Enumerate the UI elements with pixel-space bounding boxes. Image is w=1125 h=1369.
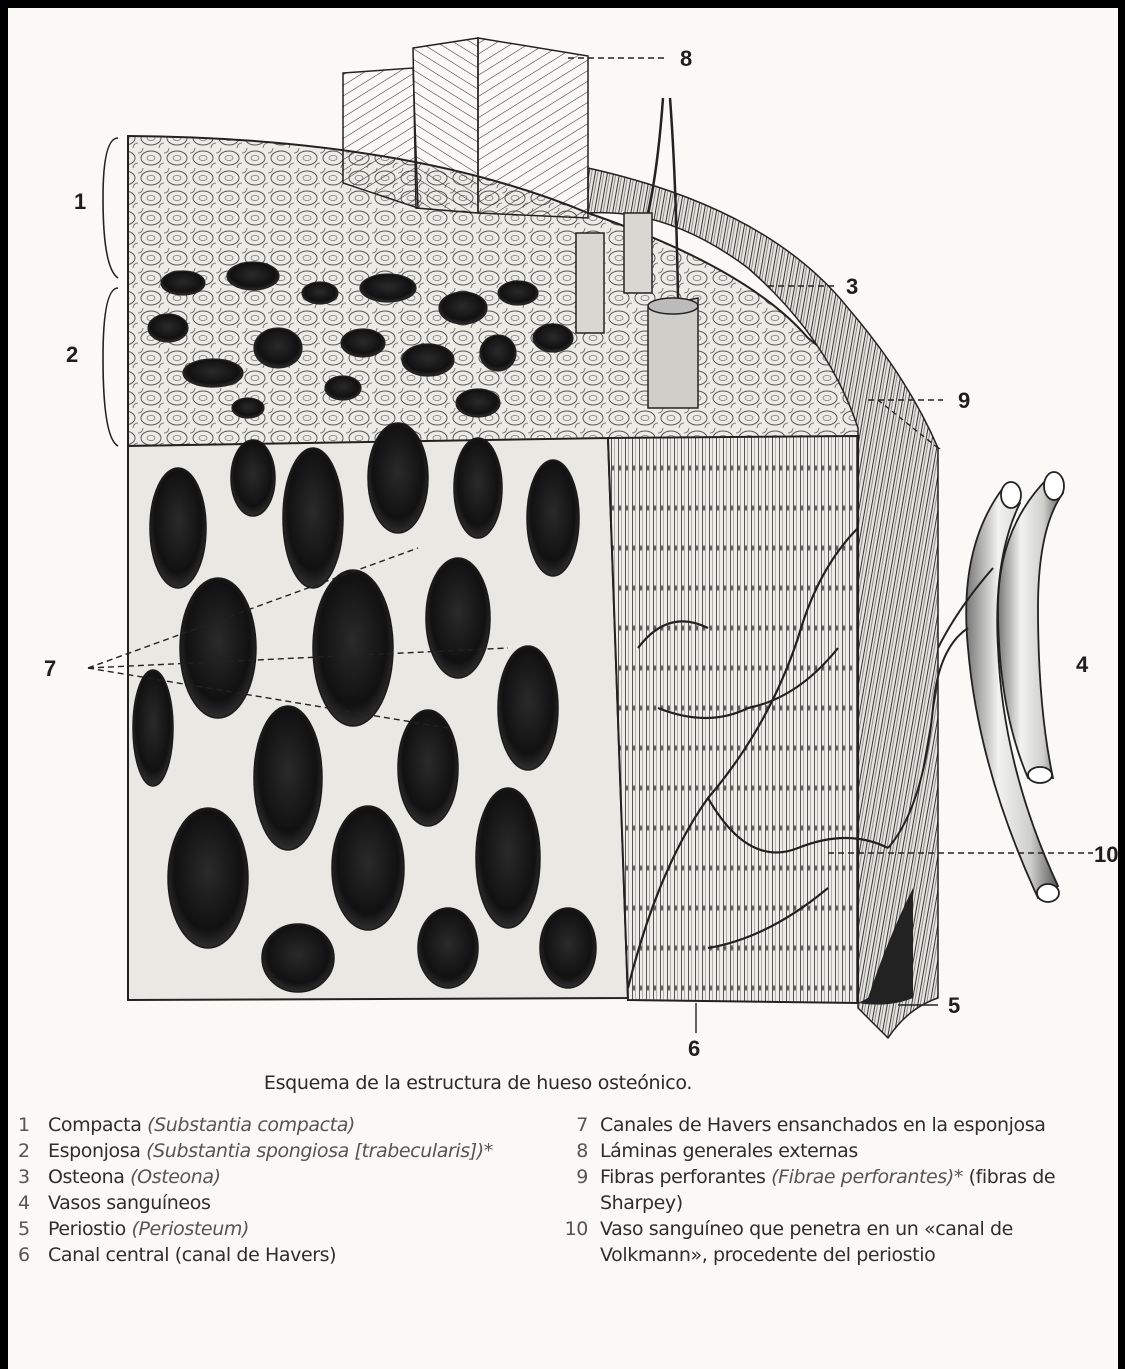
outer-lamellae: [343, 38, 588, 218]
legend-latin-term: (Substantia compacta): [147, 1114, 355, 1136]
legend-item: 3Osteona (Osteona): [18, 1164, 518, 1190]
legend-term: Osteona: [48, 1166, 130, 1188]
legend-term: Fibras perforantes: [600, 1166, 771, 1188]
legend-number: 6: [18, 1242, 48, 1268]
legend-item: 8Láminas generales externas: [554, 1138, 1074, 1164]
label-1: 1: [74, 191, 86, 213]
legend-item: 1Compacta (Substantia compacta): [18, 1112, 518, 1138]
label-9: 9: [958, 390, 970, 412]
label-6: 6: [688, 1038, 700, 1060]
legend-number: 1: [18, 1112, 48, 1138]
legend-number: 2: [18, 1138, 48, 1164]
label-5: 5: [948, 995, 960, 1017]
label-2: 2: [66, 344, 78, 366]
legend-term: Láminas generales externas: [600, 1140, 858, 1162]
legend-item: 5Periostio (Periosteum): [18, 1216, 518, 1242]
legend-text: Canal central (canal de Havers): [48, 1242, 518, 1268]
legend-text: Osteona (Osteona): [48, 1164, 518, 1190]
legend-number: 8: [554, 1138, 600, 1164]
legend-latin-term: (Periosteum): [131, 1218, 248, 1240]
legend-left-column: 1Compacta (Substantia compacta)2Esponjos…: [18, 1112, 518, 1268]
legend-item: 4Vasos sanguíneos: [18, 1190, 518, 1216]
legend-item: 10Vaso sanguíneo que penetra en un «cana…: [554, 1216, 1074, 1268]
label-8: 8: [680, 48, 692, 70]
legend-item: 7Canales de Havers ensanchados en la esp…: [554, 1112, 1074, 1138]
legend-number: 4: [18, 1190, 48, 1216]
legend-item: 2Esponjosa (Substantia spongiosa [trabec…: [18, 1138, 518, 1164]
label-4: 4: [1076, 654, 1088, 676]
legend-text: Vasos sanguíneos: [48, 1190, 518, 1216]
legend-term: Periostio: [48, 1218, 131, 1240]
legend-text: Fibras perforantes (Fibrae perforantes)*…: [600, 1164, 1074, 1216]
legend-text: Láminas generales externas: [600, 1138, 1074, 1164]
legend-term: Vasos sanguíneos: [48, 1192, 210, 1214]
legend-latin-term: (Fibrae perforantes)*: [771, 1166, 963, 1188]
legend-text: Canales de Havers ensanchados en la espo…: [600, 1112, 1074, 1138]
legend-text: Esponjosa (Substantia spongiosa [trabecu…: [48, 1138, 518, 1164]
legend-number: 7: [554, 1112, 600, 1138]
legend-term: Canal central (canal de Havers): [48, 1244, 336, 1266]
legend-text: Compacta (Substantia compacta): [48, 1112, 518, 1138]
compact-bone-front: [608, 436, 858, 1003]
bone-illustration: [8, 8, 1125, 1068]
legend-latin-term: (Substantia spongiosa [trabecularis])*: [146, 1140, 493, 1162]
legend-number: 3: [18, 1164, 48, 1190]
legend-text: Vaso sanguíneo que penetra en un «canal …: [600, 1216, 1074, 1268]
legend-latin-term: (Osteona): [130, 1166, 221, 1188]
legend-number: 5: [18, 1216, 48, 1242]
legend-item: 6Canal central (canal de Havers): [18, 1242, 518, 1268]
label-3: 3: [846, 276, 858, 298]
legend-term: Compacta: [48, 1114, 147, 1136]
legend-right-column: 7Canales de Havers ensanchados en la esp…: [554, 1112, 1074, 1268]
legend-number: 9: [554, 1164, 600, 1190]
label-10: 10: [1094, 844, 1118, 866]
legend-term: Esponjosa: [48, 1140, 146, 1162]
legend-number: 10: [554, 1216, 600, 1242]
legend-term: Vaso sanguíneo que penetra en un «canal …: [600, 1218, 1013, 1266]
label-7: 7: [44, 658, 56, 680]
figure-caption: Esquema de la estructura de hueso osteón…: [8, 1072, 948, 1094]
legend-term: Canales de Havers ensanchados en la espo…: [600, 1114, 1045, 1136]
legend-item: 9Fibras perforantes (Fibrae perforantes)…: [554, 1164, 1074, 1216]
legend-text: Periostio (Periosteum): [48, 1216, 518, 1242]
